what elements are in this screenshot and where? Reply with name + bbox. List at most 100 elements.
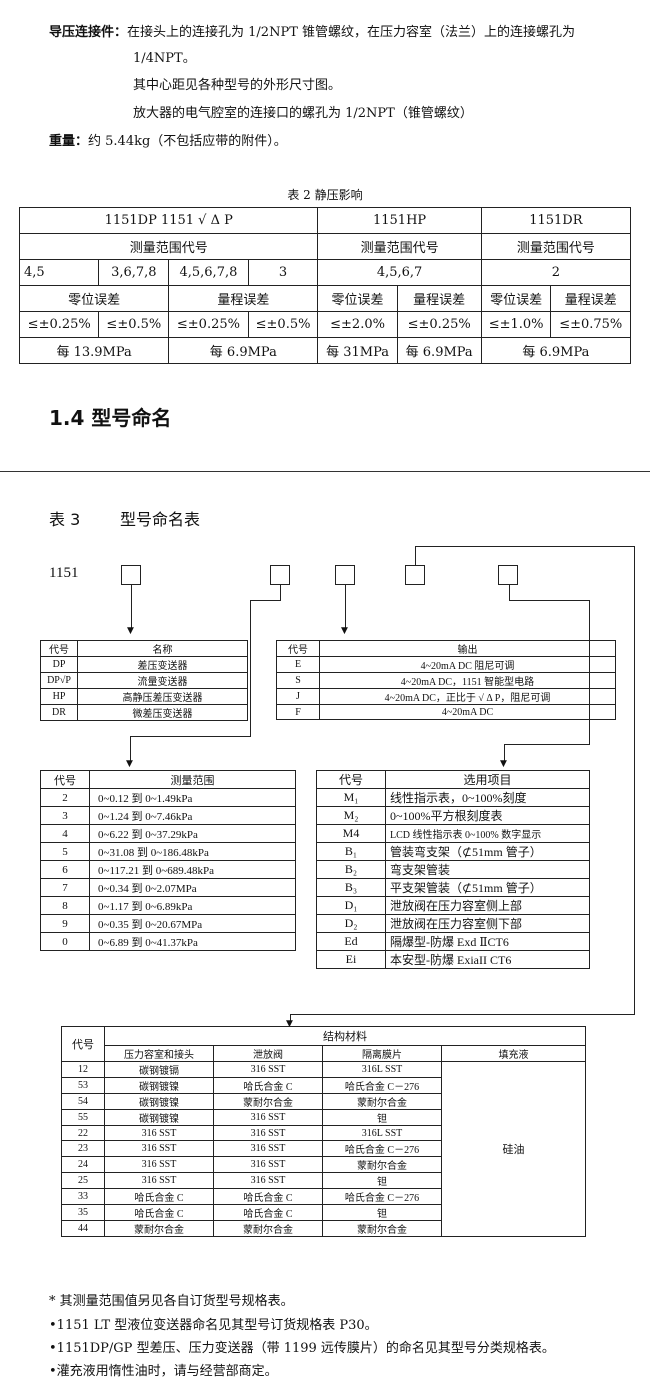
type-code: DP — [40, 656, 78, 673]
connection-label: 导压连接件： — [49, 25, 128, 40]
fill-fluid: 硅油 — [441, 1061, 586, 1237]
range-value: 0~6.89 到 0~41.37kPa — [89, 932, 296, 951]
material-cell: 钽 — [322, 1109, 442, 1126]
note: •1151 LT 型液位变送器命名见其型号订货规格表 P30。 — [49, 1318, 378, 1333]
material-cell: 碳钢镀镍 — [104, 1077, 214, 1094]
connector-type — [131, 585, 132, 629]
option-desc: 泄放阀在压力容室侧下部 — [385, 914, 590, 933]
option-desc: 线性指示表，0~100%刻度 — [385, 788, 590, 807]
connector-options — [509, 600, 589, 601]
output-desc: 4~20mA DC，1151 智能型电路 — [319, 672, 616, 689]
option-desc: LCD 线性指示表 0~100% 数字显示 — [385, 824, 590, 843]
type-name: 高静压差压变送器 — [77, 688, 248, 705]
material-code: 12 — [61, 1061, 105, 1078]
weight-label: 重量： — [49, 134, 89, 149]
material-cell: 316 SST — [104, 1172, 214, 1189]
material-cell: 蒙耐尔合金 — [213, 1220, 323, 1237]
material-cell: 316 SST — [213, 1061, 323, 1078]
range-value: 0~6.22 到 0~37.29kPa — [89, 824, 296, 843]
range-code: 8 — [40, 896, 90, 915]
t2-per: 每 6.9MPa — [168, 337, 319, 364]
connector-material — [415, 546, 416, 565]
material-code: 33 — [61, 1188, 105, 1205]
t2-head-hp: 1151HP — [317, 207, 482, 234]
t2-code: 2 — [480, 259, 632, 286]
connector-output — [345, 585, 346, 629]
type-code: DP√P — [40, 672, 78, 689]
t2-span-err: 量程误差 — [550, 285, 631, 312]
table3-title-text: 型号命名表 — [120, 510, 201, 529]
connector-options — [504, 744, 505, 762]
material-subheader: 隔离膜片 — [322, 1045, 442, 1062]
option-code: Ei — [316, 950, 386, 969]
material-code: 22 — [61, 1125, 105, 1141]
range-value: 0~117.21 到 0~689.48kPa — [89, 860, 296, 879]
type-header-code: 代号 — [40, 640, 78, 657]
connector-options — [504, 744, 590, 745]
material-cell: 哈氏合金 C－276 — [322, 1188, 442, 1205]
material-cell: 316 SST — [104, 1156, 214, 1173]
arrow-down-icon: ▼ — [500, 759, 507, 769]
code-box-output — [335, 565, 355, 585]
material-subheader: 压力容室和接头 — [104, 1045, 214, 1062]
material-cell: 316L SST — [322, 1061, 442, 1078]
t2-value: ≤±1.0% — [480, 311, 552, 338]
option-header-name: 选用项目 — [385, 770, 590, 789]
t2-code: 3 — [247, 259, 319, 286]
output-desc: 4~20mA DC — [319, 704, 616, 720]
t2-per: 每 6.9MPa — [396, 337, 482, 364]
weight-text: 约 5.44kg（不包括应带的附件）。 — [88, 134, 287, 149]
option-code: M₂ — [316, 806, 386, 825]
t2-head-dr: 1151DR — [480, 207, 632, 234]
material-cell: 316 SST — [213, 1125, 323, 1141]
t2-span-err: 量程误差 — [168, 285, 319, 312]
option-code: Ed — [316, 932, 386, 951]
output-code: E — [276, 656, 320, 673]
connector-range — [250, 600, 281, 601]
material-cell: 蒙耐尔合金 — [104, 1220, 214, 1237]
range-code: 0 — [40, 932, 90, 951]
range-code: 2 — [40, 788, 90, 807]
code-box-material — [405, 565, 425, 585]
type-code: DR — [40, 704, 78, 721]
material-cell: 316 SST — [104, 1140, 214, 1157]
option-code: B₃ — [316, 878, 386, 897]
material-cell: 316 SST — [104, 1125, 214, 1141]
material-cell: 316 SST — [213, 1140, 323, 1157]
t2-range-code: 测量范围代号 — [18, 233, 319, 260]
connector-material — [290, 1014, 635, 1015]
option-code: M₁ — [316, 788, 386, 807]
connection-text: 在接头上的连接孔为 1/2NPT 锥管螺纹，在压力容室（法兰）上的连接螺孔为 — [127, 25, 575, 40]
material-cell: 蒙耐尔合金 — [213, 1093, 323, 1110]
t2-value: ≤±2.0% — [317, 311, 398, 338]
connector-range — [280, 585, 281, 600]
code-box-options — [498, 565, 518, 585]
connector-range — [250, 600, 251, 736]
material-code: 23 — [61, 1140, 105, 1157]
t2-span-err: 量程误差 — [396, 285, 482, 312]
material-cell: 哈氏合金 C — [213, 1188, 323, 1205]
type-name: 微差压变送器 — [77, 704, 248, 721]
material-cell: 蒙耐尔合金 — [322, 1156, 442, 1173]
code-box-range — [270, 565, 290, 585]
intro-line-3: 其中心距见各种型号的外形尺寸图。 — [133, 78, 342, 93]
range-value: 0~0.35 到 0~20.67MPa — [89, 914, 296, 933]
option-code: B₁ — [316, 842, 386, 861]
t2-value: ≤±0.75% — [550, 311, 631, 338]
material-subheader: 泄放阀 — [213, 1045, 323, 1062]
